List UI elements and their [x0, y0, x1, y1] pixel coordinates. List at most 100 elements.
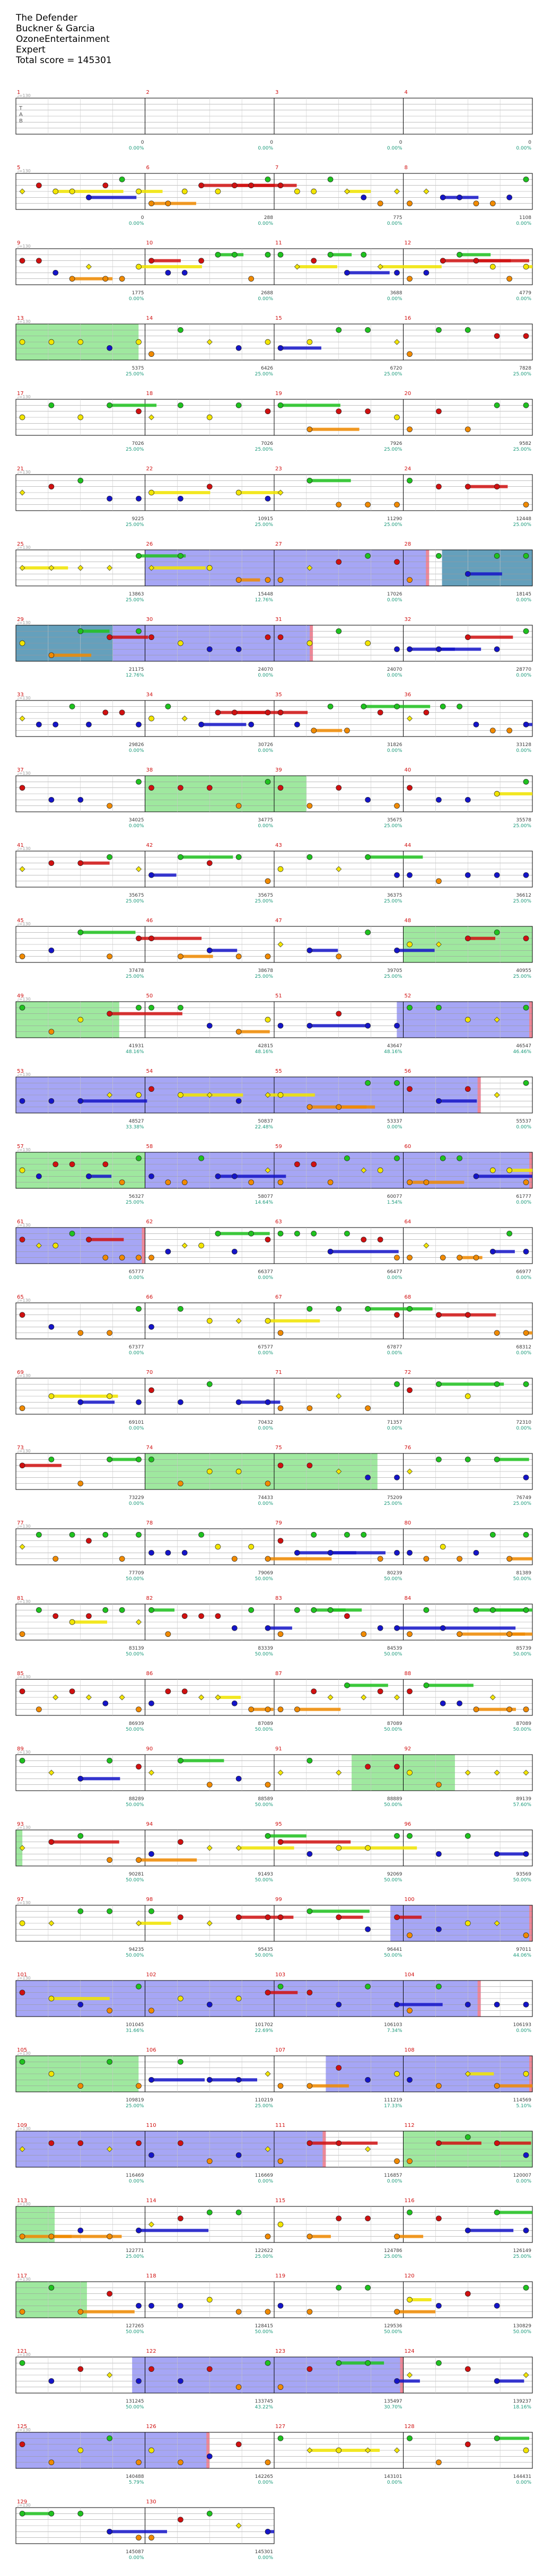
note-gem	[235, 345, 242, 351]
measure-score: 37478	[129, 968, 144, 974]
measure-number: 109	[17, 2123, 27, 2128]
note-gem	[265, 1914, 271, 1921]
note-gem	[265, 495, 271, 502]
measure-percent: 30.70%	[384, 2405, 402, 2410]
note-gem	[306, 1851, 313, 1857]
note-gem	[178, 2302, 183, 2309]
song-title: The Defender	[16, 13, 78, 23]
tempo-marker: ♩=130	[17, 244, 31, 249]
note-gem	[77, 2366, 84, 2372]
measure-number: 4	[405, 90, 408, 95]
note-gem	[407, 1932, 413, 1939]
measure-percent: 0.00%	[516, 2480, 531, 2485]
sustain-bar	[55, 190, 124, 193]
note-gem	[407, 1387, 413, 1394]
measure-percent: 50.00%	[255, 2329, 274, 2335]
measure-score: 5375	[132, 366, 144, 371]
sustain-bar	[493, 1608, 526, 1612]
measure-percent: 50.00%	[126, 1727, 144, 1732]
sustain-bar	[22, 1464, 62, 1467]
note-gem	[119, 1556, 125, 1562]
note-gem	[77, 2001, 84, 2008]
note-hopo	[365, 2146, 371, 2152]
note-gem	[107, 495, 112, 502]
note-gem	[206, 2297, 213, 2303]
note-gem	[523, 553, 529, 559]
note-gem	[494, 2140, 500, 2146]
measure-percent: 0.00%	[258, 296, 273, 302]
note-gem	[19, 2233, 25, 2240]
measure-number: 79	[275, 1520, 282, 1526]
measure-score: 6426	[261, 366, 273, 371]
measure-number: 38	[146, 767, 153, 773]
measure-percent: 50.00%	[126, 1953, 144, 1958]
measure-percent: 25.00%	[513, 2254, 532, 2259]
note-gem	[277, 2083, 284, 2089]
measure-score: 75209	[387, 1495, 402, 1501]
note-gem	[465, 2134, 471, 2140]
measure-number: 23	[275, 466, 282, 472]
measure-number: 26	[146, 541, 153, 547]
measure-percent: 0.00%	[129, 146, 144, 151]
measure-percent: 1.54%	[387, 1200, 402, 1205]
measure-percent: 0.00%	[387, 296, 402, 302]
note-gem	[19, 1004, 25, 1011]
measure-number: 121	[17, 2349, 27, 2354]
sustain-bar	[209, 949, 238, 952]
measure-percent: 25.00%	[384, 1501, 402, 1506]
note-gem	[19, 785, 25, 791]
note-gem	[178, 1914, 183, 1921]
note-gem	[294, 1161, 300, 1168]
note-gem	[436, 553, 442, 559]
sustain-bar	[209, 2078, 257, 2082]
measure-percent: 25.00%	[126, 598, 144, 603]
measure-number: 70	[146, 1370, 153, 1375]
note-gem	[440, 1255, 446, 1261]
measure-score: 48527	[129, 1119, 144, 1124]
note-gem	[206, 2209, 213, 2215]
note-gem	[136, 1456, 142, 1462]
measure-number: 90	[146, 1746, 153, 1752]
measure-percent: 25.00%	[255, 372, 274, 377]
measure-score: 145087	[126, 2549, 144, 2555]
note-gem	[336, 2065, 342, 2071]
note-gem	[86, 1173, 92, 1179]
note-gem	[48, 860, 55, 866]
note-gem	[440, 1700, 446, 1706]
note-gem	[494, 2378, 500, 2384]
measure-percent: 0.00%	[516, 1426, 531, 1431]
note-gem	[215, 188, 221, 195]
note-gem	[436, 2083, 442, 2089]
measure-percent: 0.00%	[387, 1275, 402, 1281]
note-gem	[107, 803, 112, 809]
sustain-bar	[459, 253, 491, 257]
note-gem	[19, 1920, 25, 1926]
note-gem	[336, 502, 342, 508]
measure-number: 115	[275, 2198, 285, 2204]
note-gem	[423, 1607, 430, 1613]
note-gem	[107, 953, 112, 960]
note-gem	[265, 1399, 271, 1405]
measure-score: 143101	[384, 2474, 402, 2479]
measure-percent: 50.00%	[384, 1576, 402, 1582]
sustain-bar	[109, 1458, 137, 1461]
note-gem	[77, 1330, 84, 1336]
note-gem	[336, 1011, 342, 1017]
note-gem	[523, 264, 529, 270]
note-gem	[265, 1556, 271, 1562]
note-gem	[523, 1330, 529, 1336]
measure-number: 97	[17, 1897, 24, 1903]
note-gem	[102, 1255, 109, 1261]
note-gem	[36, 182, 42, 189]
measure-score: 13863	[129, 592, 144, 597]
note-gem	[306, 1305, 313, 1312]
measure-percent: 50.00%	[255, 1652, 274, 1657]
note-gem	[36, 721, 42, 728]
sustain-bar	[330, 1608, 362, 1612]
sustain-bar	[239, 578, 260, 582]
measure-score: 40955	[516, 968, 531, 974]
sustain-bar	[138, 2229, 209, 2232]
note-gem	[394, 559, 400, 565]
note-gem	[136, 2535, 142, 2541]
note-gem	[198, 721, 204, 728]
